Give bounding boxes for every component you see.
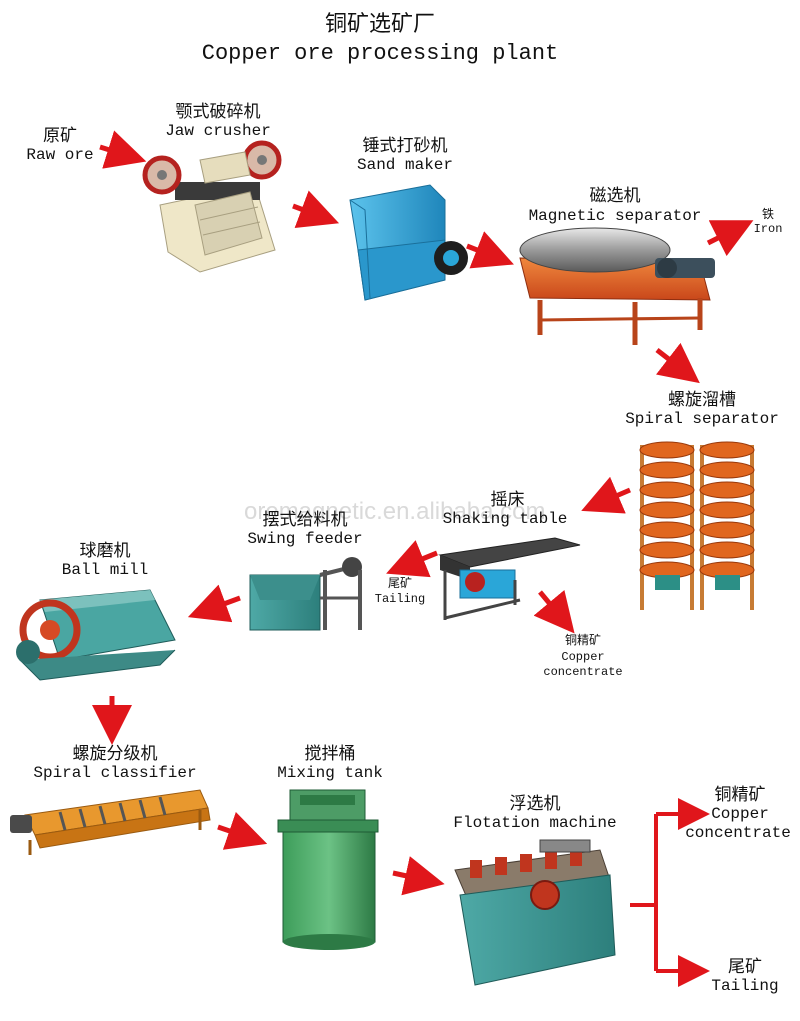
ball-mill-label-zh: 球磨机 <box>79 541 131 561</box>
shaking-tailing-label-en: Tailing <box>374 592 426 606</box>
final-tailing-label-zh: 尾矿 <box>728 957 762 977</box>
flotation-split-arrows <box>630 798 710 987</box>
shaking-concentrate-label-en-2: concentrate <box>543 665 623 679</box>
shaking-table-illustration <box>438 537 581 620</box>
sand-maker-label-zh: 锤式打砂机 <box>362 136 448 156</box>
arrow-shaking-to-concentrate <box>533 589 575 634</box>
final-concentrate-label-en-1: Copper <box>711 805 769 823</box>
flotation-machine-illustration <box>454 839 616 986</box>
arrow-raw-to-jaw <box>99 130 147 169</box>
shaking-table-label-zh: 摇床 <box>490 490 525 510</box>
arrow-magnetic-to-spiral <box>655 342 700 384</box>
flow-arrows <box>92 130 754 896</box>
swing-feeder-illustration <box>249 557 362 631</box>
jaw-crusher-label-zh: 颚式破碎机 <box>175 102 261 122</box>
ball-mill-label-en: Ball mill <box>61 561 149 579</box>
iron-label-en: Iron <box>753 222 783 236</box>
spiral-separator-label-zh: 螺旋溜槽 <box>668 390 736 410</box>
spiral-classifier-illustration <box>10 789 211 855</box>
shaking-tailing-label-zh: 尾矿 <box>387 576 412 590</box>
swing-feeder-label-en: Swing feeder <box>247 530 363 548</box>
final-concentrate-label-zh: 铜精矿 <box>714 785 766 805</box>
arrow-jaw-to-sand <box>292 190 340 228</box>
final-tailing-label-en: Tailing <box>711 977 779 995</box>
arrow-shaking-to-tailing <box>386 540 438 578</box>
arrow-feeder-to-ballmill <box>187 584 241 623</box>
sand-maker-illustration <box>349 184 468 301</box>
magnetic-separator-illustration <box>519 227 715 345</box>
mixing-tank-label-zh: 搅拌桶 <box>304 744 356 764</box>
jaw-crusher-illustration <box>142 140 282 273</box>
shaking-concentrate-label-en-1: Copper <box>561 650 605 664</box>
magnetic-separator-label-en: Magnetic separator <box>528 207 702 225</box>
arrow-spiral-to-shaking <box>581 476 631 514</box>
flotation-machine-label-zh: 浮选机 <box>509 794 561 814</box>
arrow-magnetic-to-iron <box>706 220 754 257</box>
spiral-separator-illustration <box>639 441 755 610</box>
watermark-text: oremagnetic.en.alibaba.com <box>244 498 546 525</box>
ball-mill-illustration <box>16 589 176 681</box>
spiral-classifier-label-zh: 螺旋分级机 <box>72 744 158 764</box>
page-title-zh: 铜矿选矿厂 <box>324 12 435 37</box>
final-concentrate-label-en-2: concentrate <box>685 824 791 842</box>
page-title-en: Copper ore processing plant <box>201 41 559 66</box>
jaw-crusher-label-en: Jaw crusher <box>165 122 271 140</box>
mixing-tank-illustration <box>277 789 379 950</box>
magnetic-separator-label-zh: 磁选机 <box>589 186 641 206</box>
shaking-table-label-en: Shaking table <box>442 510 568 528</box>
arrow-classifier-to-tank <box>217 811 268 850</box>
iron-label-zh: 铁 <box>761 207 774 221</box>
spiral-classifier-label-en: Spiral classifier <box>33 764 197 782</box>
raw-ore-label-zh: 原矿 <box>43 126 77 146</box>
raw-ore-label-en: Raw ore <box>26 146 94 164</box>
shaking-concentrate-label-zh: 铜精矿 <box>564 633 601 647</box>
arrow-sand-to-magnetic <box>466 231 514 269</box>
swing-feeder-label-zh: 摆式给料机 <box>262 510 348 530</box>
spiral-separator-label-en: Spiral separator <box>625 410 779 428</box>
flotation-machine-label-en: Flotation machine <box>453 814 617 832</box>
arrow-tank-to-flotation <box>392 856 445 896</box>
sand-maker-label-en: Sand maker <box>356 156 453 174</box>
mixing-tank-label-en: Mixing tank <box>277 764 383 782</box>
